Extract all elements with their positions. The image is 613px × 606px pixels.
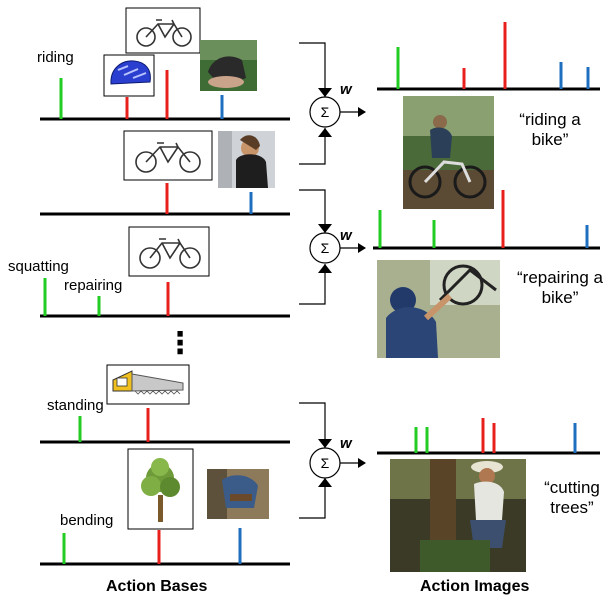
- weight-symbol: w: [340, 435, 352, 452]
- footer-action-bases: Action Bases: [106, 578, 208, 595]
- sum-symbol: Σ: [320, 104, 330, 120]
- saw-thumbnail: [106, 364, 190, 405]
- base-label-repairing: repairing: [64, 277, 123, 294]
- caption-cutting-trees: “cutting trees”: [544, 478, 600, 518]
- combiner-1: [299, 42, 366, 165]
- helmet-thumbnail: [103, 54, 155, 97]
- person-riding-photo: [200, 40, 257, 91]
- person-repairing-photo: [377, 260, 500, 358]
- sum-symbol: Σ: [320, 240, 330, 256]
- caption-repairing-bike: “repairing a bike”: [517, 268, 603, 308]
- bicycle-thumbnail: [123, 130, 213, 181]
- base-label-standing: standing: [47, 397, 104, 414]
- tree-thumbnail: [127, 448, 194, 530]
- base-label-riding: riding: [37, 49, 74, 66]
- person-repairing-photo: [218, 131, 275, 188]
- bicycle-thumbnail: [128, 226, 210, 277]
- bicycle-thumbnail: [125, 7, 201, 54]
- base-label-squatting: squatting: [8, 258, 69, 275]
- combiner-2: [299, 189, 366, 305]
- continuation-dots: ⋮: [165, 327, 195, 360]
- sum-symbol: Σ: [320, 455, 330, 471]
- footer-action-images: Action Images: [420, 578, 530, 595]
- combiner-3: [299, 402, 366, 519]
- weight-symbol: w: [340, 227, 352, 244]
- person-cutting-photo: [390, 459, 526, 572]
- person-riding-photo: [403, 96, 494, 209]
- person-cutting-photo: [207, 469, 269, 519]
- caption-riding-bike: “riding a bike”: [519, 110, 581, 150]
- weight-symbol: w: [340, 81, 352, 98]
- base-label-bending: bending: [60, 512, 114, 529]
